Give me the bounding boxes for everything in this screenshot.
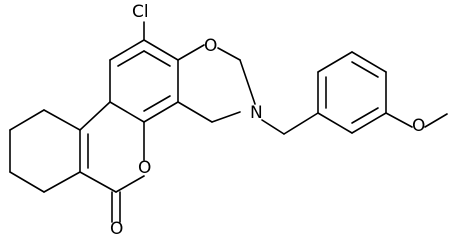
- bond: [351, 107, 379, 124]
- bond: [177, 44, 205, 61]
- bond: [109, 39, 145, 61]
- bond: [261, 119, 285, 135]
- carbonyl-oxygen-atom-label: O: [110, 219, 123, 237]
- bond: [79, 171, 117, 193]
- bond: [217, 47, 241, 61]
- bond: [351, 112, 387, 134]
- bond: [143, 39, 179, 61]
- bond: [385, 112, 413, 128]
- bond-lines: [9, 21, 448, 223]
- lactone-oxygen-atom-label: O: [138, 158, 151, 178]
- bond: [143, 50, 171, 67]
- bond: [211, 111, 241, 123]
- bond: [9, 171, 45, 193]
- ring-oxygen-atom-label: O: [204, 36, 217, 56]
- bond: [351, 51, 387, 73]
- bond: [43, 171, 81, 193]
- bond: [143, 101, 179, 123]
- bond: [79, 101, 111, 131]
- nitrogen-atom-label: N: [250, 103, 263, 123]
- bond: [239, 59, 256, 105]
- bond: [115, 175, 145, 193]
- bond: [117, 50, 145, 67]
- bond: [317, 112, 353, 134]
- atom-labels: Cl O N O O O: [110, 2, 425, 237]
- bond: [177, 101, 213, 123]
- bond: [143, 95, 171, 112]
- chlorine-atom-label: Cl: [132, 2, 149, 22]
- bond: [43, 109, 81, 131]
- bond: [317, 51, 353, 73]
- bond: [283, 112, 319, 135]
- bond: [424, 113, 448, 128]
- methoxy-oxygen-atom-label: O: [412, 116, 425, 136]
- bond: [9, 109, 45, 131]
- bond: [109, 101, 145, 123]
- bond: [351, 61, 379, 78]
